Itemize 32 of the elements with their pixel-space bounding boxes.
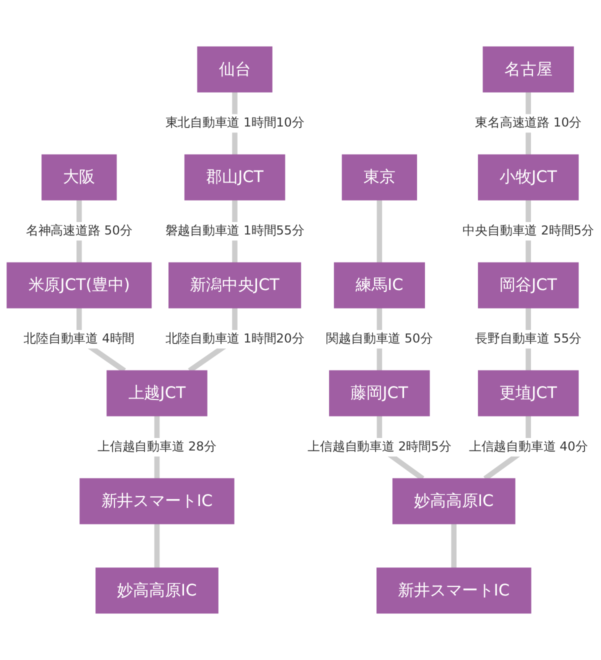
node-box: 名古屋 — [482, 46, 574, 92]
edge-label: 上信越自動車道 28分 — [98, 440, 216, 454]
node-box: 新井スマートIC — [80, 478, 234, 524]
edge-label: 関越自動車道 50分 — [326, 332, 433, 346]
node-box: 藤岡JCT — [329, 370, 430, 416]
edge-label: 東名高速道路 10分 — [475, 116, 582, 130]
connector — [451, 524, 457, 568]
connector — [154, 524, 160, 568]
node-box: 仙台 — [197, 46, 272, 92]
node-box: 妙高高原IC — [392, 478, 516, 524]
node-box: 新井スマートIC — [376, 568, 532, 614]
node-box: 上越JCT — [106, 370, 208, 416]
edge-label: 上信越自動車道 40分 — [468, 440, 588, 454]
edge-label: 北陸自動車道 1時間20分 — [165, 332, 304, 346]
edge-label: 北陸自動車道 4時間 — [24, 332, 135, 346]
node-box: 岡谷JCT — [478, 262, 579, 308]
node-box: 更埴JCT — [478, 370, 579, 416]
node-box: 東京 — [342, 154, 418, 200]
node-box: 大阪 — [42, 154, 117, 200]
edge-label: 上信越自動車道 2時間5分 — [308, 440, 452, 454]
node-box: 郡山JCT — [184, 154, 286, 200]
node-box: 妙高高原IC — [96, 568, 218, 614]
connector — [376, 200, 382, 263]
edge-label: 東北自動車道 1時間10分 — [165, 116, 304, 130]
edge-label: 磐越自動車道 1時間55分 — [165, 224, 304, 238]
edge-label: 長野自動車道 55分 — [475, 332, 582, 346]
edge-label: 中央自動車道 2時間5分 — [462, 224, 594, 238]
node-box: 小牧JCT — [478, 154, 579, 200]
node-box: 練馬IC — [334, 262, 425, 308]
node-box: 新潟中央JCT — [168, 262, 302, 308]
node-box: 米原JCT(豊中) — [6, 262, 152, 308]
edge-label: 名神高速道路 50分 — [26, 224, 132, 238]
